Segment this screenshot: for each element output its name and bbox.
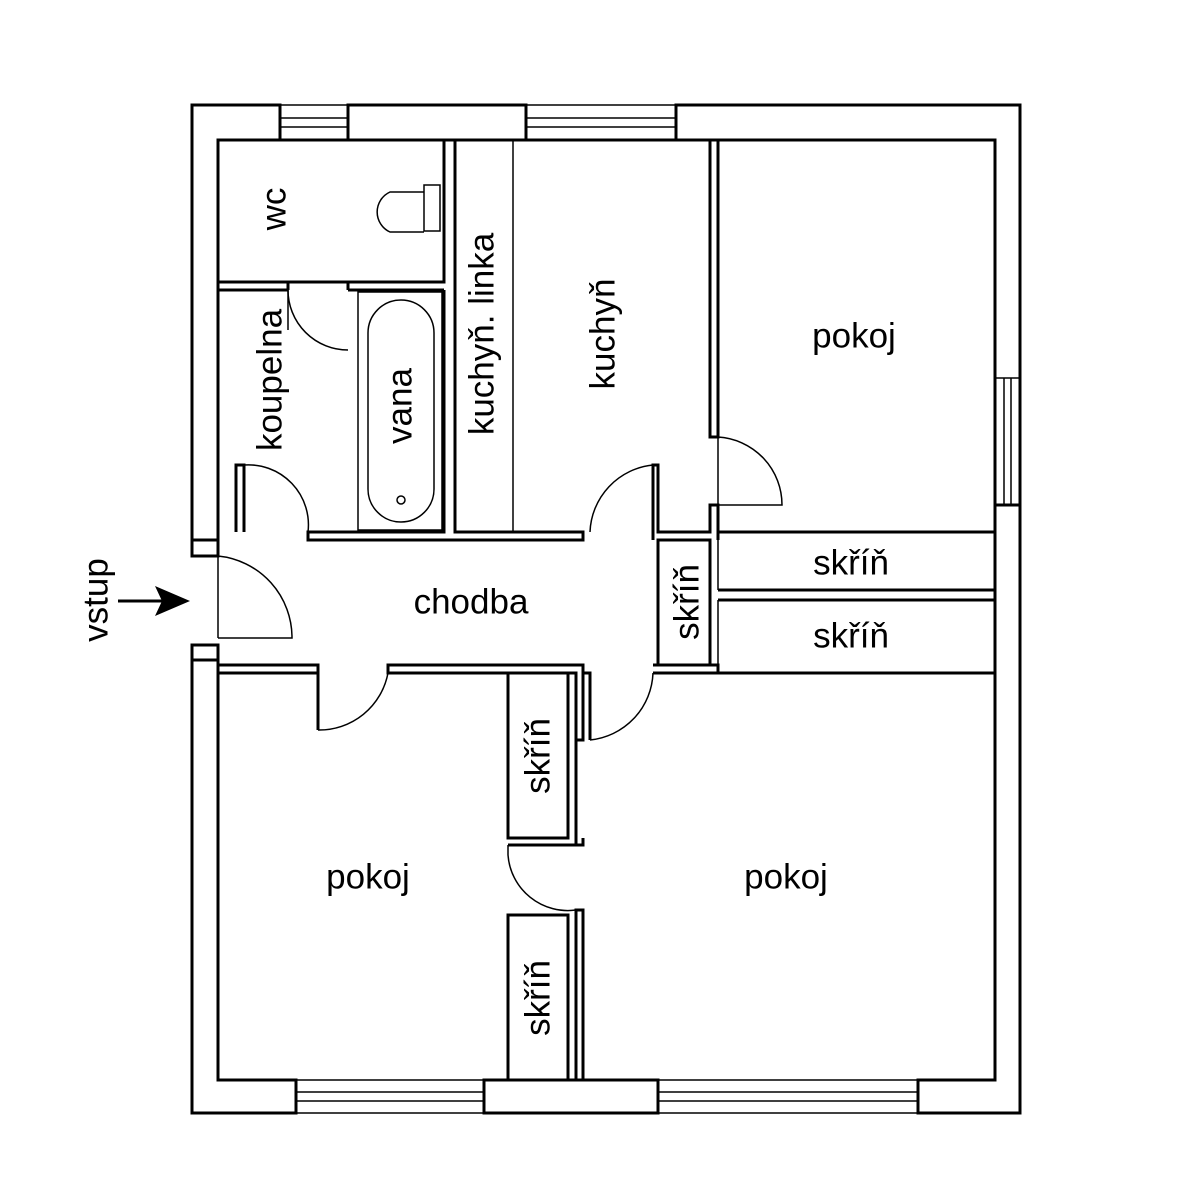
- toilet-icon: [376, 184, 441, 233]
- door-room-top-right: [717, 436, 783, 506]
- window-bottom-left: [295, 1079, 485, 1114]
- window-bottom-right: [657, 1079, 919, 1114]
- label-pokoj-top-right: pokoj: [812, 316, 896, 355]
- door-room-bottom-left: [317, 672, 389, 731]
- entry-arrow-icon: [118, 586, 190, 616]
- label-skrin-hall: skříň: [667, 564, 706, 640]
- door-bathroom: [243, 464, 310, 533]
- label-skrin-right-middle: skříň: [813, 616, 889, 655]
- label-skrin-left-upper: skříň: [518, 718, 557, 794]
- label-chodba: chodba: [414, 582, 529, 621]
- bathtub-icon: [357, 291, 443, 531]
- doors: [217, 289, 783, 912]
- window-right: [994, 377, 1021, 506]
- label-kuchyn: kuchyň: [583, 279, 622, 390]
- door-between-rooms: [507, 845, 577, 912]
- door-kitchen: [589, 464, 654, 533]
- door-room-bottom-right: [589, 672, 654, 741]
- label-koupelna: koupelna: [250, 308, 289, 451]
- fixtures: [357, 140, 719, 673]
- window-top-left: [279, 104, 349, 141]
- label-pokoj-bottom-left: pokoj: [326, 857, 410, 896]
- label-kuchyn-linka: kuchyň. linka: [462, 232, 501, 435]
- label-skrin-left-lower: skříň: [518, 960, 557, 1036]
- room-labels: wc koupelna vana kuchyň. linka kuchyň po…: [76, 188, 896, 1036]
- windows: [279, 104, 1021, 1114]
- label-vstup: vstup: [76, 558, 115, 642]
- label-wc: wc: [254, 188, 293, 232]
- label-pokoj-bottom-right: pokoj: [744, 857, 828, 896]
- door-wc: [287, 289, 349, 351]
- label-skrin-top-right: skříň: [813, 543, 889, 582]
- exterior-walls: [190, 103, 1022, 1115]
- window-top-middle: [525, 104, 677, 141]
- label-vana: vana: [380, 368, 419, 444]
- door-entry: [217, 555, 293, 639]
